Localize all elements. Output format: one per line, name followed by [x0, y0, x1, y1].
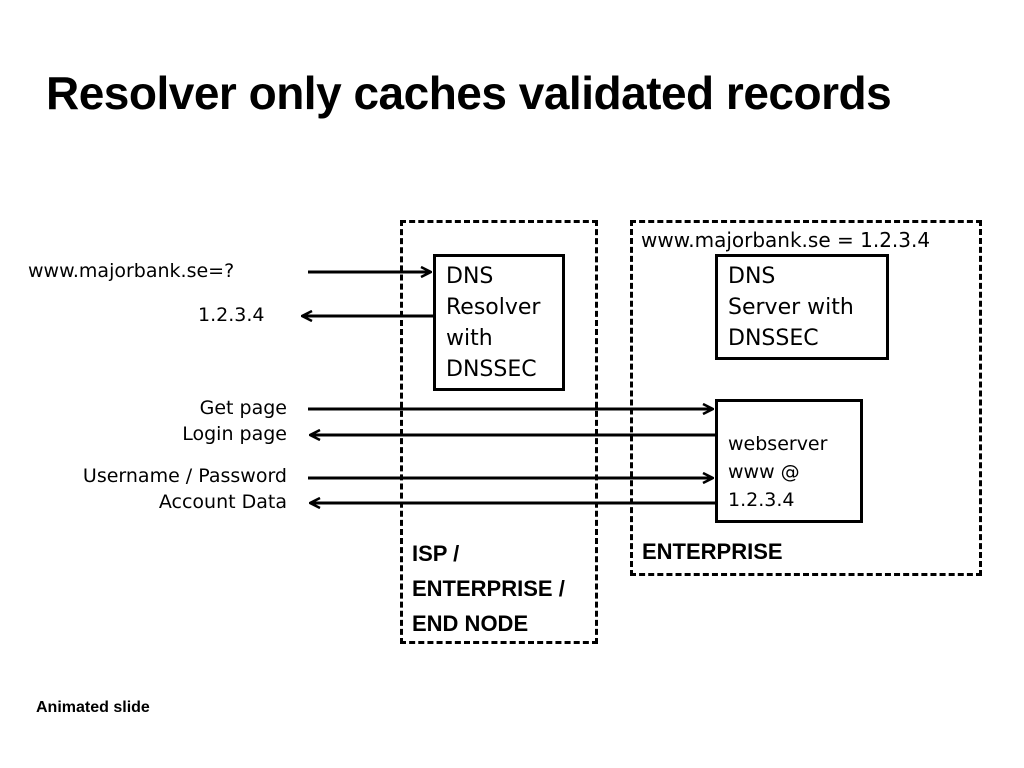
dns-server-line: DNS [728, 264, 776, 289]
isp-zone-label-line: END NODE [412, 611, 529, 636]
isp-zone-label-line: ENTERPRISE / [412, 576, 565, 601]
enterprise-zone [630, 220, 982, 576]
resolver-line: Resolver [446, 295, 541, 320]
resolver-line: DNSSEC [446, 357, 537, 382]
resolver-line: DNS [446, 264, 494, 289]
isp-zone [400, 220, 598, 644]
isp-zone-label: ISP / ENTERPRISE / END NODE [412, 536, 565, 641]
resolver-line: with [446, 326, 493, 351]
dns-query-label: www.majorbank.se=? [28, 260, 235, 282]
login-page-label: Login page [182, 423, 287, 445]
get-page-label: Get page [199, 397, 287, 419]
webserver-line: www @ [728, 461, 800, 483]
footer-note: Animated slide [36, 699, 150, 716]
slide-title: Resolver only caches validated records [46, 67, 892, 119]
account-data-label: Account Data [158, 491, 287, 513]
credentials-label: Username / Password [82, 465, 287, 487]
dns-server-line: DNSSEC [728, 326, 819, 351]
dns-answer-label: 1.2.3.4 [198, 304, 265, 326]
webserver-box: webserver www @ 1.2.3.4 [715, 399, 863, 523]
dns-resolver-box: DNS Resolver with DNSSEC [433, 254, 565, 391]
enterprise-zone-label: ENTERPRISE [642, 539, 783, 564]
webserver-line: 1.2.3.4 [728, 489, 795, 511]
enterprise-dns-record: www.majorbank.se = 1.2.3.4 [641, 228, 931, 252]
webserver-line: webserver [728, 433, 828, 455]
dns-server-line: Server with [728, 295, 854, 320]
dns-server-box: DNS Server with DNSSEC [715, 254, 889, 360]
isp-zone-label-line: ISP / [412, 541, 460, 566]
